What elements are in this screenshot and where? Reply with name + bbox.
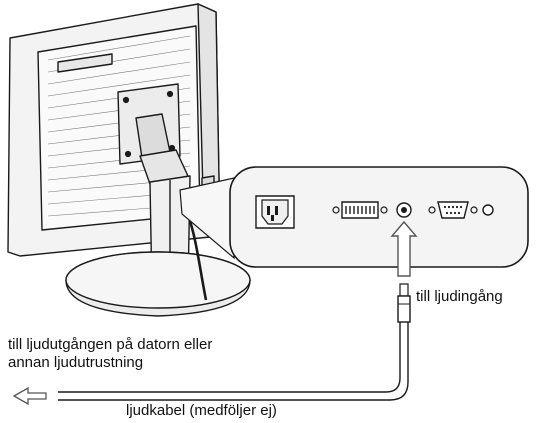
cable-label: ljudkabel (medföljer ej) [126, 402, 277, 419]
audio-out-label-line1: till ljudutgången på datorn eller [8, 336, 213, 353]
audio-out-label-line2: annan ljudutrustning [8, 354, 144, 371]
connector-panel [229, 166, 529, 268]
screw-hole-icon [482, 204, 494, 216]
dvi-port-icon [332, 201, 388, 219]
insert-arrow-icon [390, 220, 418, 277]
monitor-rear-illustration [7, 3, 251, 317]
audio-jack-icon [396, 202, 412, 218]
output-direction-arrow-icon [12, 386, 47, 406]
vga-port-icon [428, 201, 478, 219]
power-inlet-icon [255, 195, 295, 229]
audio-cable [58, 283, 411, 401]
zoom-callout [179, 177, 235, 260]
audio-in-label: till ljudingång [416, 288, 503, 305]
